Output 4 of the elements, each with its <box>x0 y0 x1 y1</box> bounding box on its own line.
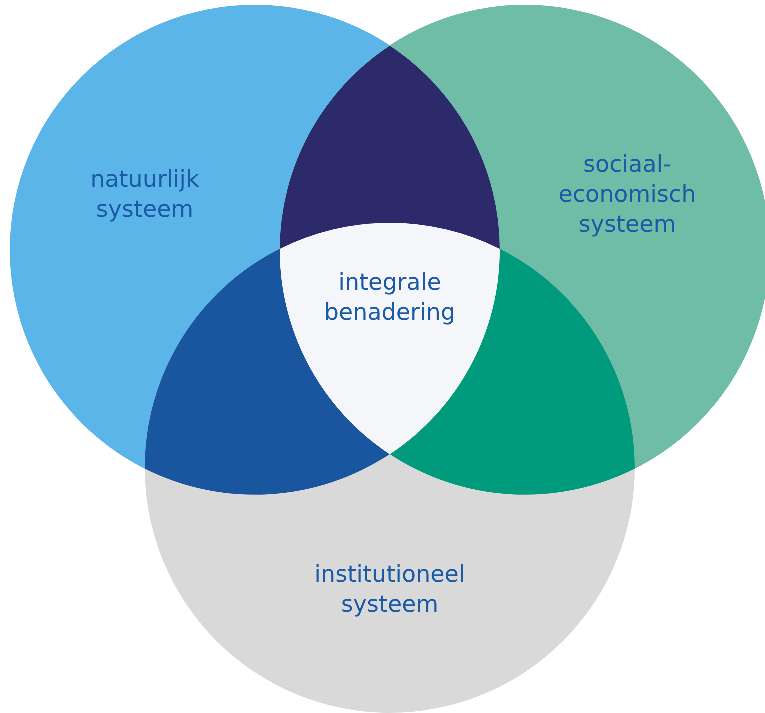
region-label: natuurlijk systeem <box>90 166 200 225</box>
region-label: sociaal-economisch systeem <box>558 151 698 240</box>
region-label: institutioneel systeem <box>314 561 466 620</box>
region-label: integrale benadering <box>323 269 457 328</box>
